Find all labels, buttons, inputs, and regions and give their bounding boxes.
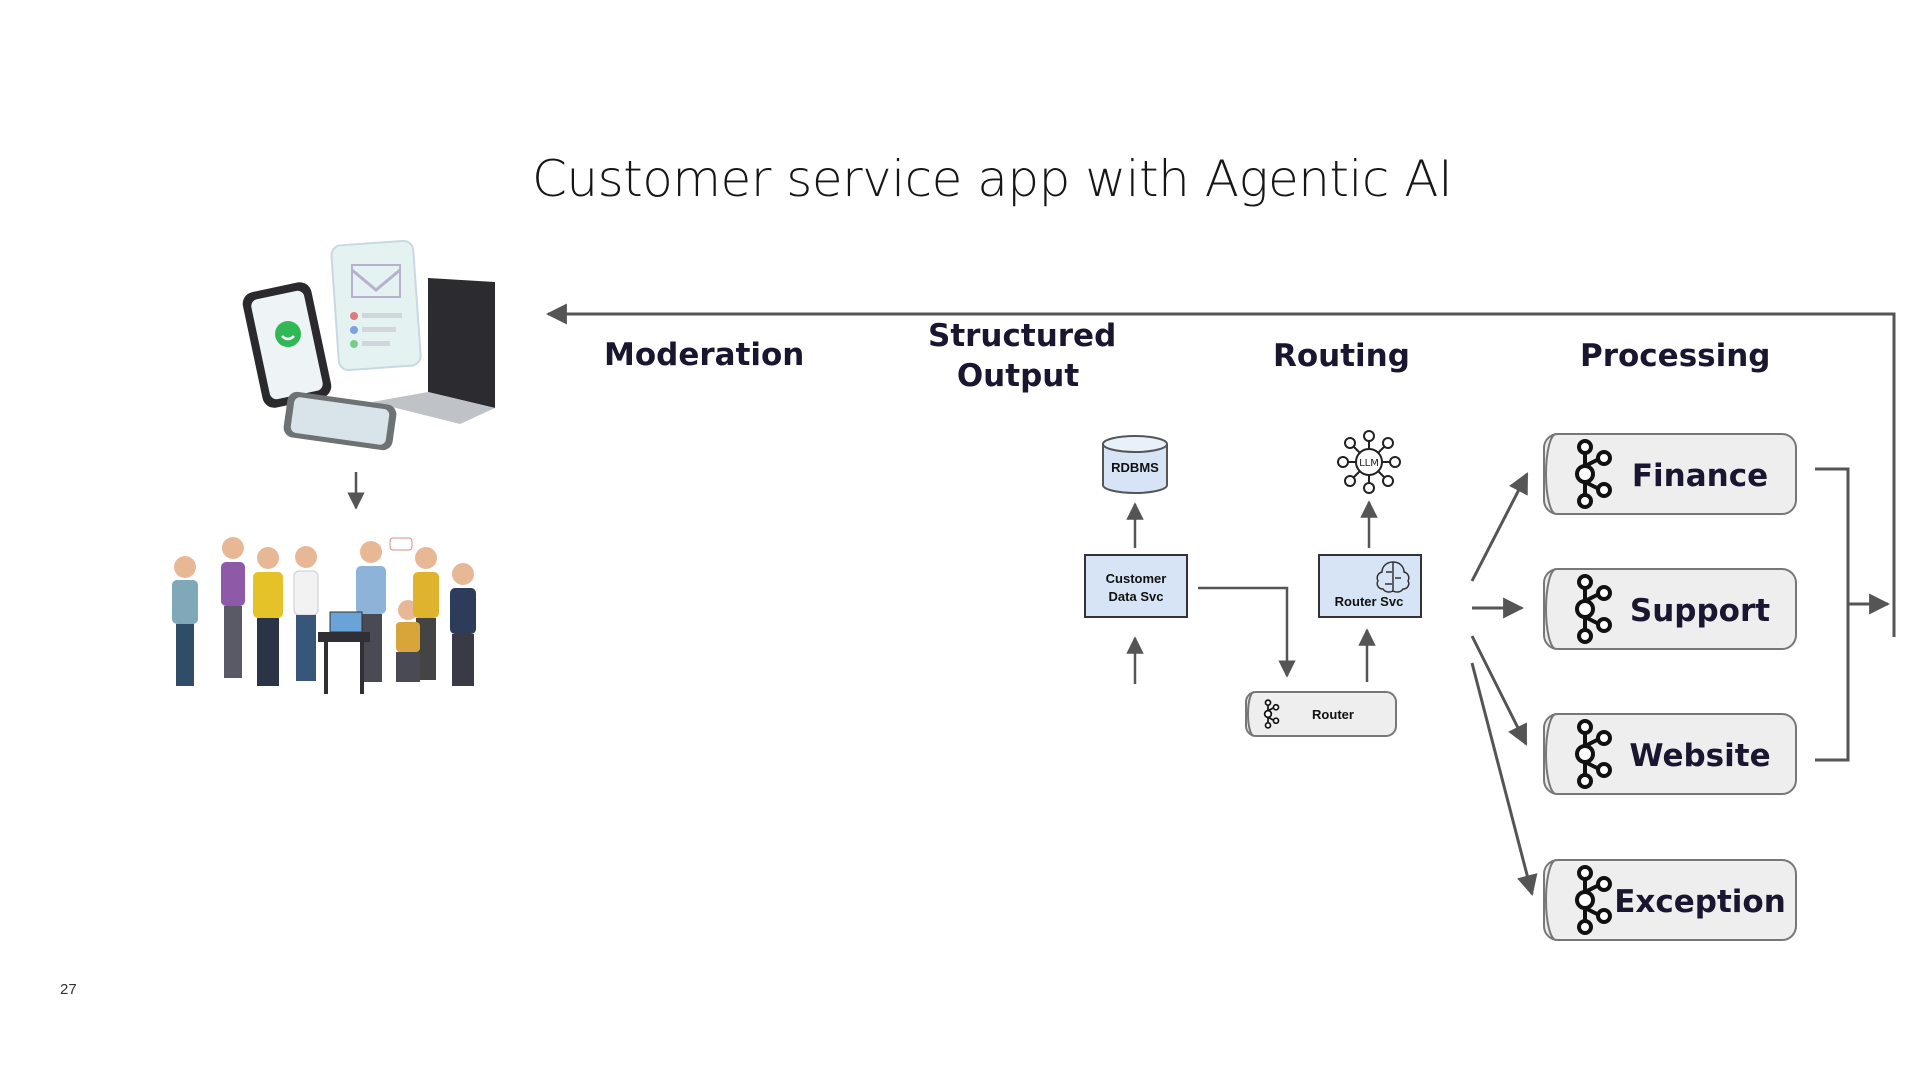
rdbms-label: RDBMS	[1111, 460, 1159, 475]
topic-exception: Exception	[1543, 859, 1797, 941]
customer-data-svc-label-line2: Data Svc	[1109, 589, 1164, 604]
feedback-arrow	[545, 303, 1896, 637]
people-group-illustration	[172, 537, 476, 694]
arrow-to-website	[1470, 635, 1528, 746]
topic-finance-label: Finance	[1632, 458, 1768, 494]
rdbms-database: RDBMS	[1102, 435, 1168, 494]
stage-processing: Processing	[1580, 338, 1771, 374]
brain-icon	[1376, 561, 1410, 593]
stage-moderation: Moderation	[604, 337, 805, 373]
topic-support: Support	[1543, 568, 1797, 650]
customer-data-svc-box: Customer Data Svc	[1084, 554, 1188, 618]
stage-routing: Routing	[1273, 338, 1410, 374]
devices-illustration	[242, 239, 495, 451]
page-number: 27	[60, 981, 77, 998]
collector-bracket	[1815, 467, 1850, 762]
arrow-svc-to-router-topic	[1198, 586, 1296, 678]
stage-structured-output-line1: Structured	[928, 318, 1117, 354]
llm-label: LLM	[1359, 458, 1379, 469]
stage-structured-output: Structured Output	[928, 316, 1117, 396]
router-svc-box: Router Svc	[1318, 554, 1422, 618]
stage-structured-output-line2: Output	[956, 358, 1080, 394]
arrow-to-exception	[1470, 662, 1538, 897]
topic-support-label: Support	[1630, 593, 1770, 629]
topic-exception-label: Exception	[1614, 884, 1786, 920]
slide-title: Customer service app with Agentic AI	[532, 150, 1453, 208]
router-topic: Router	[1245, 691, 1397, 737]
topic-finance: Finance	[1543, 433, 1797, 515]
arrow-to-finance	[1470, 472, 1529, 582]
router-topic-label: Router	[1312, 707, 1354, 722]
router-svc-label: Router Svc	[1335, 594, 1404, 609]
topic-website: Website	[1543, 713, 1797, 795]
topic-website-label: Website	[1629, 738, 1770, 774]
customer-data-svc-label-line1: Customer	[1106, 571, 1167, 586]
llm-network-icon	[1337, 430, 1401, 494]
